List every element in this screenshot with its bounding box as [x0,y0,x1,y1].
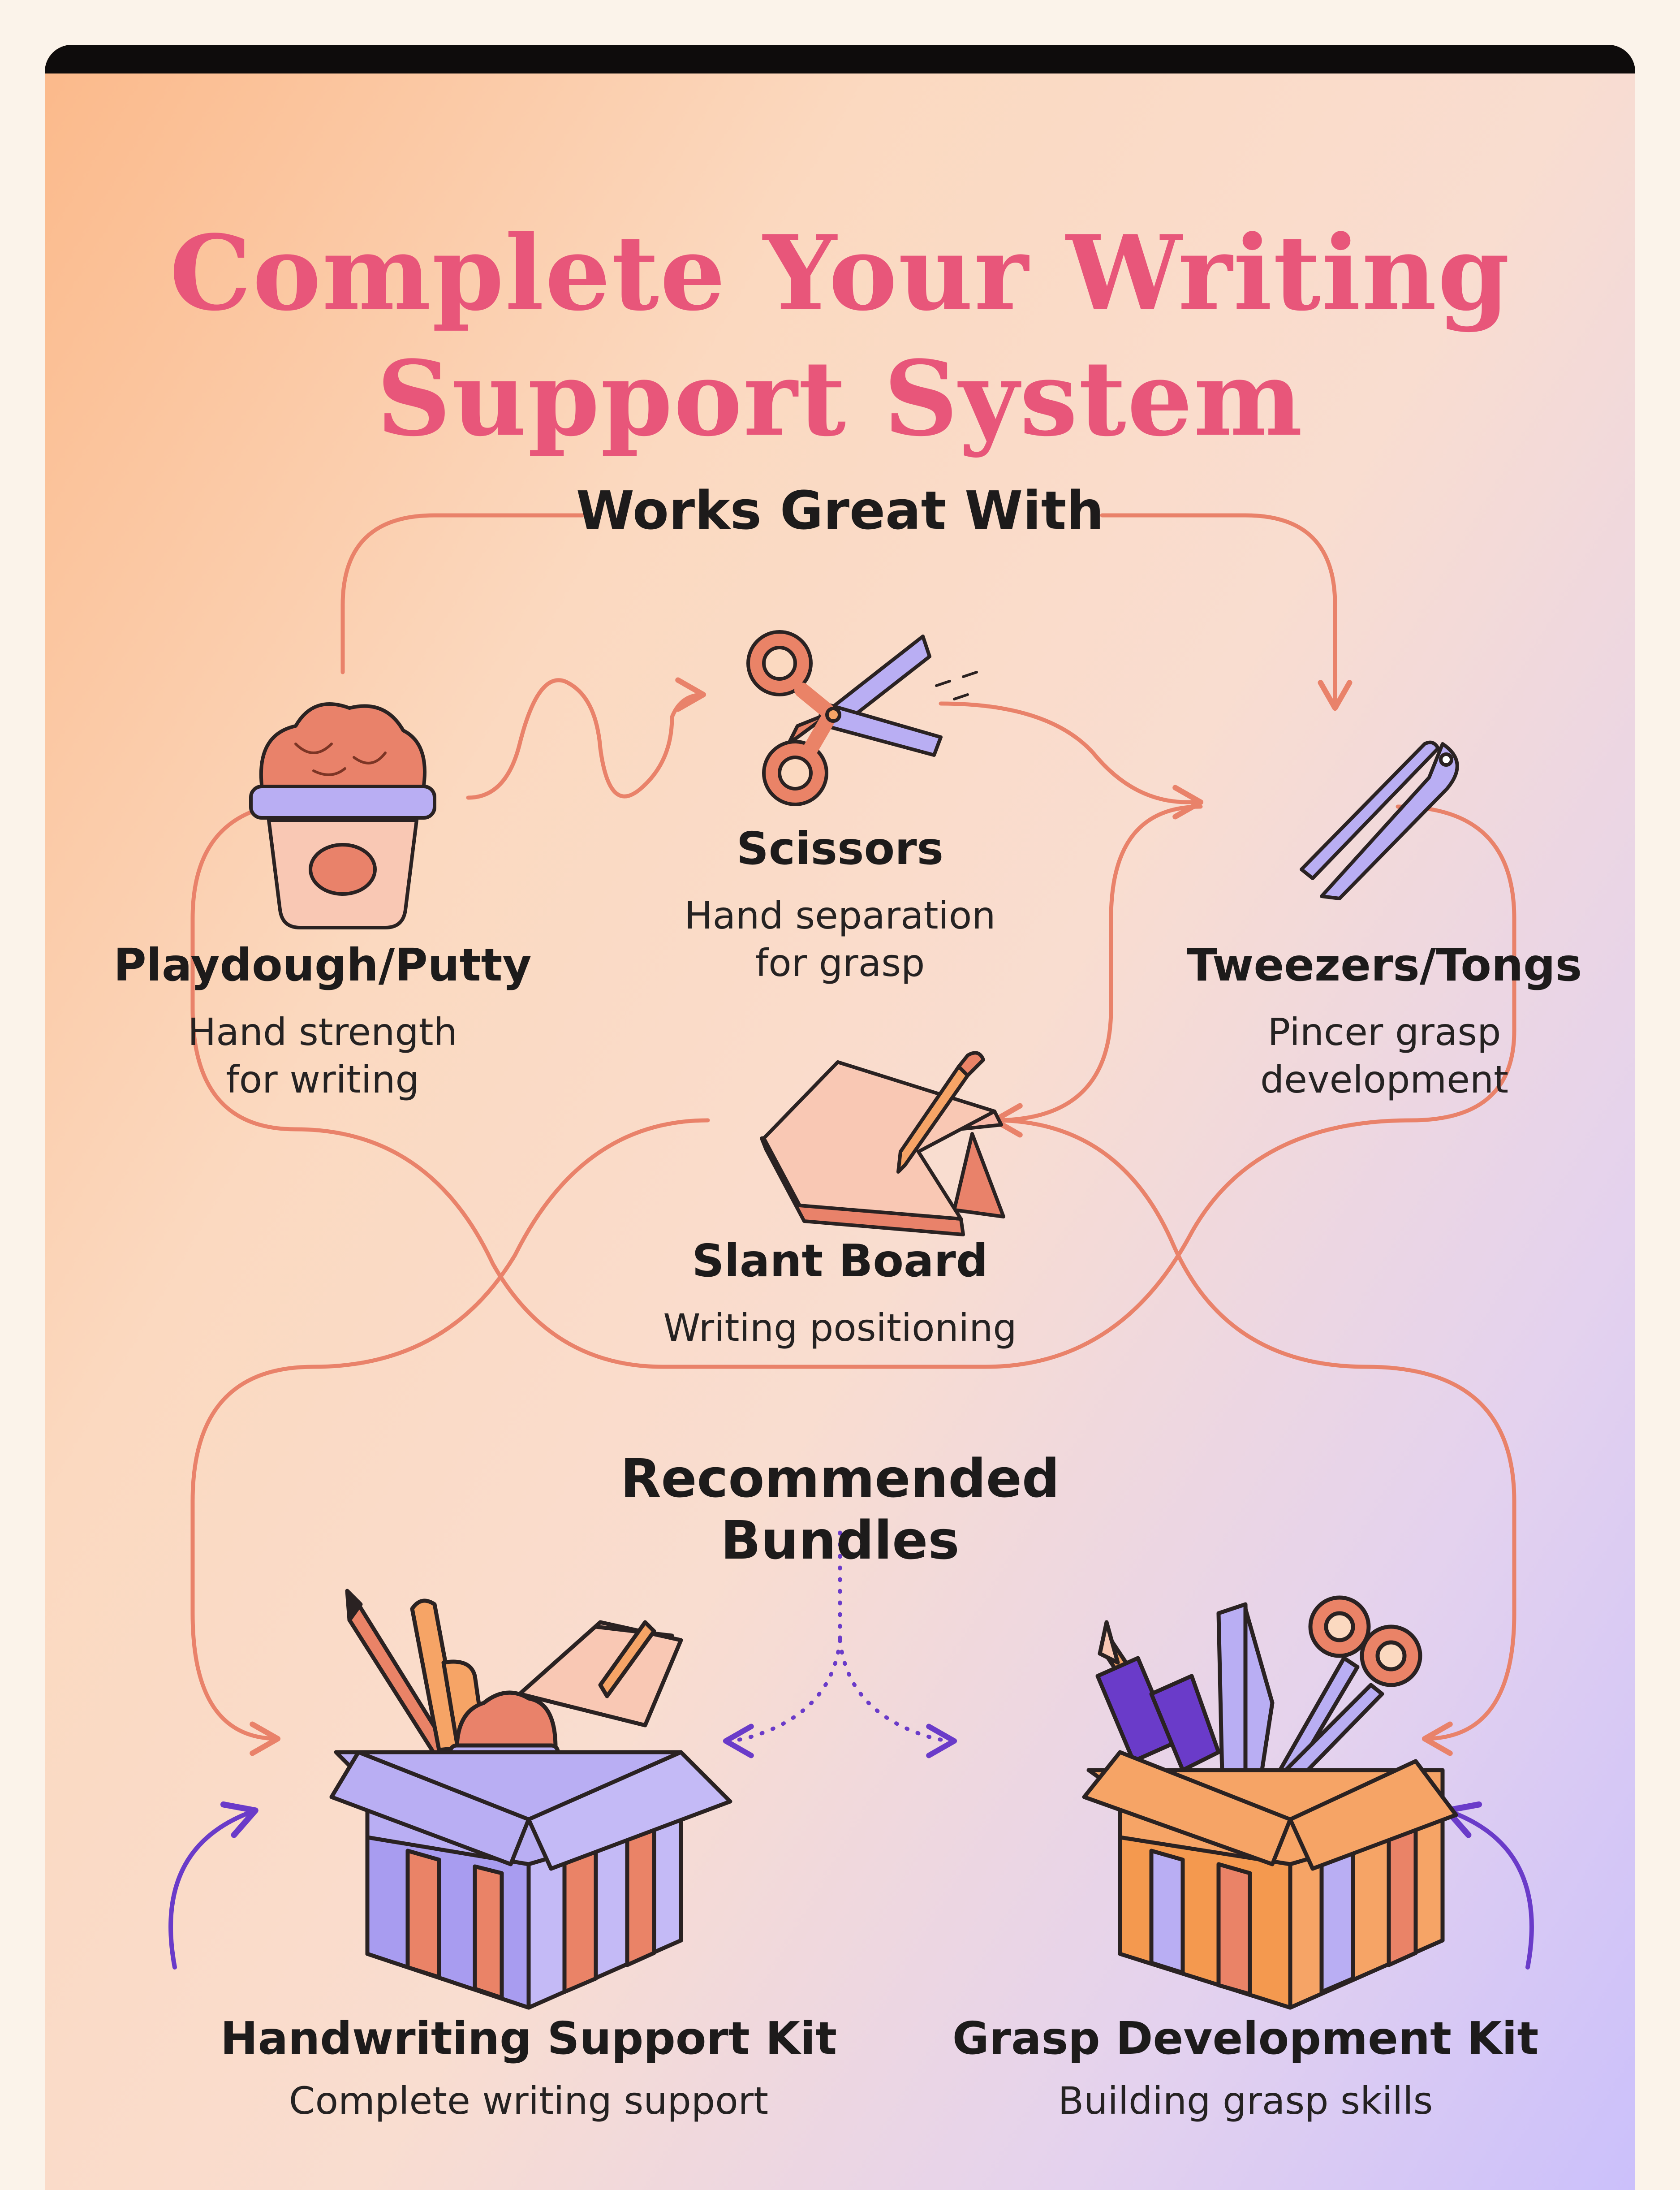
product-desc-tweezers: Pincer grasp development [1260,1010,1509,1101]
connector-playdough-to-scissors [466,677,706,800]
connector-playdough-up [340,513,585,674]
bundle-curved-arrows [168,1801,1534,1970]
slant-board-icon [760,1051,1005,1236]
arrow-into-grasp-kit [1444,1801,1534,1970]
product-name-playdough: Playdough/Putty [113,939,532,991]
graphics-layer [168,513,1534,2010]
product-name-tweezers: Tweezers/Tongs [1186,939,1582,991]
handwriting-kit-box-icon [329,1589,732,2010]
bundle-name-grasp-kit: Grasp Development Kit [952,2012,1539,2065]
arrow-into-handwriting-kit [168,1801,258,1970]
product-desc-scissors: Hand separation for grasp [684,894,996,985]
scissors-icon [746,630,978,806]
infographic-card: Complete Your Writing Support System Wor… [45,45,1635,2190]
bundle-name-handwriting-kit: Handwriting Support Kit [220,2012,837,2065]
product-desc-slant-board: Writing positioning [663,1306,1017,1350]
connector-outer-loop [190,800,1516,1369]
title-line-2: Support System [376,338,1304,459]
connector-slantboard-to-handwriting-kit [190,1118,710,1756]
bundle-split-connector [723,1530,957,1758]
top-bar [45,45,1635,73]
product-name-scissors: Scissors [736,822,944,875]
title-line-1: Complete Your Writing [169,213,1511,334]
playdough-tub-icon [249,702,436,929]
bundle-desc-grasp-kit: Building grasp skills [1058,2079,1433,2123]
page-title: Complete Your Writing Support System [45,211,1635,462]
connector-slantboard-to-grasp-kit [992,1118,1516,1756]
connector-tweezers-to-slantboard [991,804,1203,1138]
connector-heading-to-tweezers [1100,513,1353,711]
connector-scissors-to-tweezers [939,701,1204,820]
grasp-kit-box-icon [1082,1595,1458,2010]
recommended-bundles-heading: Recommended Bundles [620,1447,1060,1571]
works-great-with-heading: Works Great With [576,479,1104,541]
flow-connectors [190,513,1516,1756]
tweezers-icon [1300,740,1459,900]
bundle-desc-handwriting-kit: Complete writing support [289,2079,769,2123]
product-name-slant-board: Slant Board [692,1235,988,1287]
product-desc-playdough: Hand strength for writing [188,1010,457,1101]
